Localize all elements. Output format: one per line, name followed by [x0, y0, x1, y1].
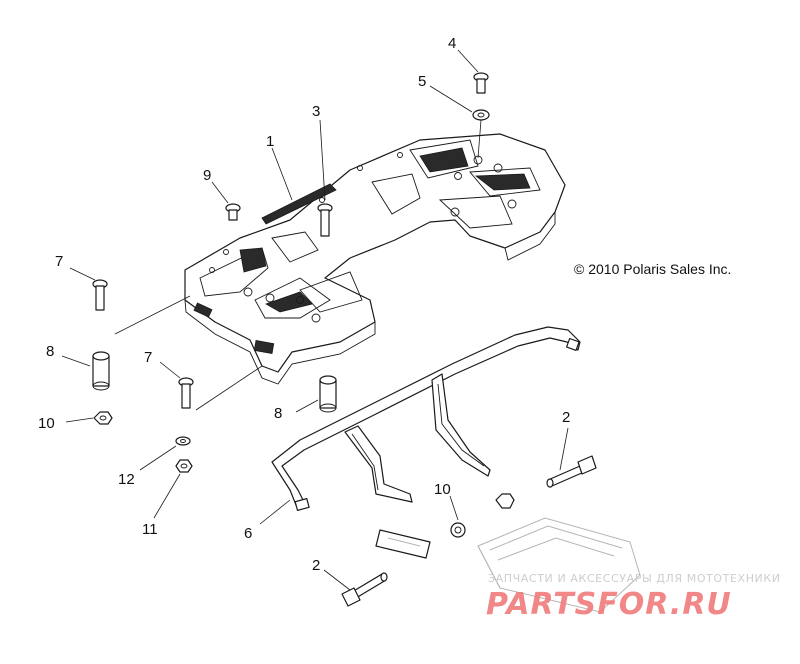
callout-2-lower: 2: [312, 557, 320, 574]
leader-lines: [61, 49, 569, 591]
watermark-tagline: ЗАПЧАСТИ И АКСЕССУАРЫ ДЛЯ МОТОТЕХНИКИ: [488, 572, 781, 585]
storage-box-outline: [477, 517, 641, 613]
callout-7-lower: 7: [144, 349, 152, 366]
nut-10-left: [93, 411, 113, 425]
watermark: ЗАПЧАСТИ И АКСЕССУАРЫ ДЛЯ МОТОТЕХНИКИ PA…: [486, 572, 781, 622]
rack-support-frame: [271, 326, 581, 511]
copyright-notice: © 2010 Polaris Sales Inc.: [574, 261, 731, 277]
callouts: 1 3 4 5 9 7 8 7 10 8 12 11 2 10 6 2: [38, 35, 570, 574]
bolt-2-lower: [341, 572, 388, 607]
callout-6: 6: [244, 525, 252, 542]
nut-10-right: [450, 493, 515, 538]
callout-3: 3: [312, 103, 320, 120]
nut-11: [175, 459, 193, 473]
bolt-4: [473, 72, 489, 94]
callout-4: 4: [448, 35, 456, 52]
spacer-8-left: [92, 351, 110, 391]
callout-12: 12: [118, 471, 135, 488]
washer-5: [472, 109, 490, 121]
bolt-9: [225, 203, 241, 221]
rear-rack: [184, 133, 566, 385]
callout-2-upper: 2: [562, 409, 570, 426]
callout-7-upper: 7: [55, 253, 63, 270]
bolt-3: [317, 203, 333, 237]
spacer-8-right: [319, 375, 337, 413]
bolt-7-upper: [92, 279, 108, 311]
bolt-2-upper: [546, 455, 597, 488]
callout-5: 5: [418, 73, 426, 90]
callout-1: 1: [266, 133, 274, 150]
callout-8-left: 8: [46, 343, 54, 360]
decal: [375, 529, 431, 559]
callout-11: 11: [142, 521, 158, 538]
washer-12: [175, 436, 191, 446]
callout-8-right: 8: [274, 405, 282, 422]
callout-10-right: 10: [434, 481, 451, 498]
callout-10-left: 10: [38, 415, 55, 432]
bolt-7-lower: [178, 377, 194, 409]
watermark-logo: PARTSFOR.RU: [486, 587, 732, 622]
callout-9: 9: [203, 167, 211, 184]
